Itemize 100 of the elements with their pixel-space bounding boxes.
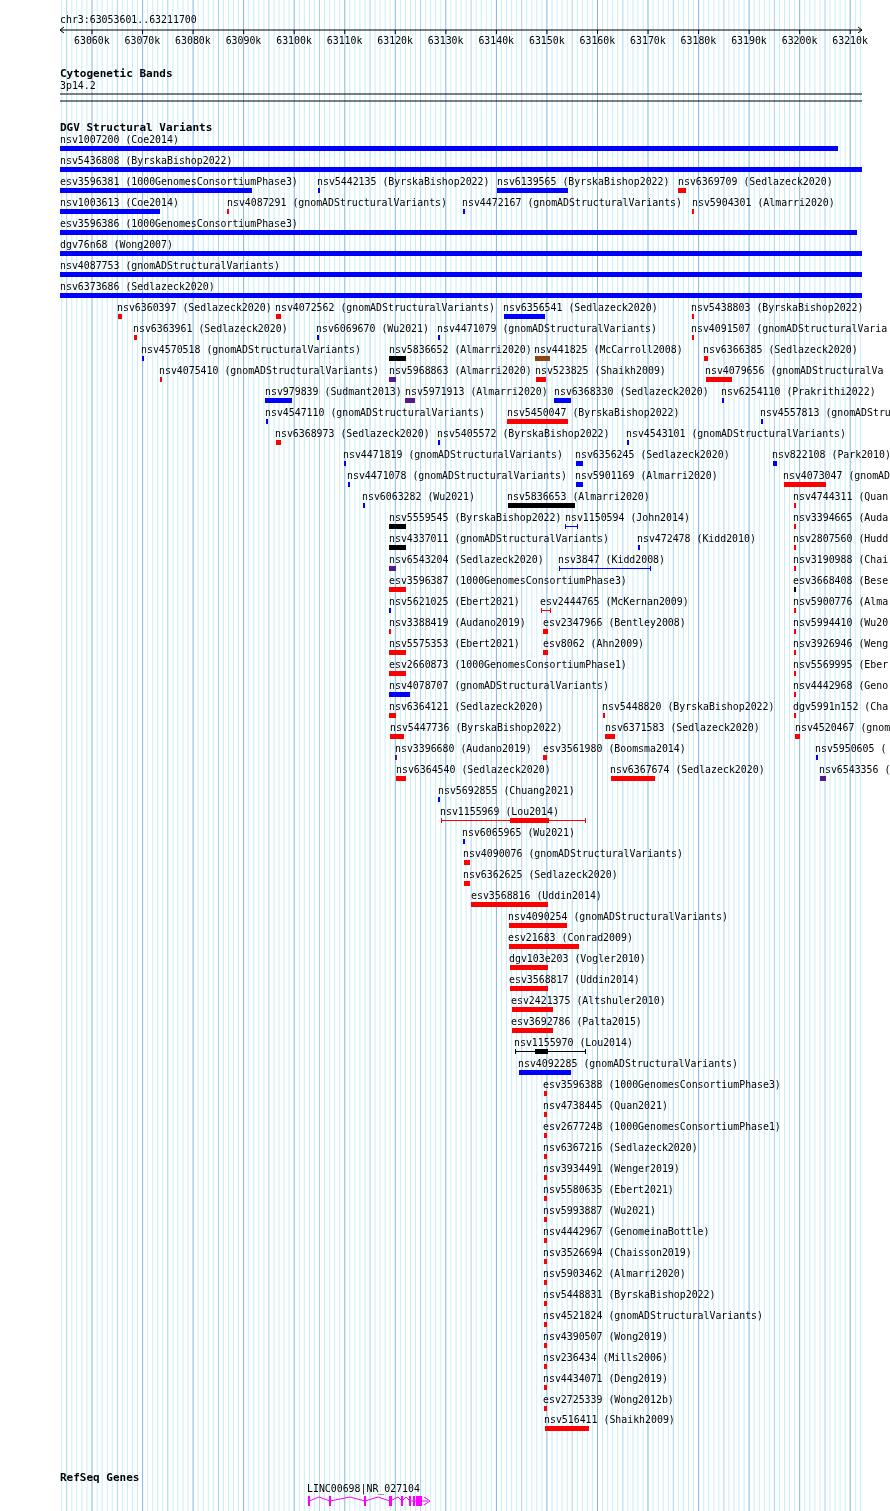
variant-label: nsv2807560 (Hudd (793, 533, 889, 545)
variant-label: nsv5438803 (ByrskaBishop2022) (691, 302, 864, 314)
variant-label: nsv4087291 (gnomADStructuralVariants) (227, 197, 447, 209)
variant-label: nsv3934491 (Wenger2019) (543, 1163, 680, 1175)
variant-label: nsv1155969 (Lou2014) (440, 806, 559, 818)
variant-label: esv2444765 (McKernan2009) (540, 596, 689, 608)
variant-label: nsv3847 (Kidd2008) (558, 554, 665, 566)
variant-label: nsv4738445 (Quan2021) (543, 1100, 668, 1112)
tick-label: 63100k (276, 35, 312, 47)
variant-label: nsv5903462 (Almarri2020) (543, 1268, 686, 1280)
variant-label: nsv4079656 (gnomADStructuralVa (705, 365, 884, 377)
variant-label: nsv4075410 (gnomADStructuralVariants) (159, 365, 379, 377)
variant-label: esv2725339 (Wong2012b) (543, 1394, 674, 1406)
variant-label: esv3596386 (1000GenomesConsortiumPhase3) (60, 218, 298, 230)
variant-label: esv3568817 (Uddin2014) (509, 974, 640, 986)
variant-label: nsv5900776 (Alma (793, 596, 889, 608)
variant-label: nsv5994410 (Wu20 (793, 617, 889, 629)
variant-label: esv3596388 (1000GenomesConsortiumPhase3) (543, 1079, 781, 1091)
tick-label: 63070k (124, 35, 161, 47)
variant-label: esv3596387 (1000GenomesConsortiumPhase3) (389, 575, 627, 587)
variant-label: nsv472478 (Kidd2010) (637, 533, 756, 545)
variant-label: esv3692786 (Palta2015) (511, 1016, 642, 1028)
variant-label: nsv4091507 (gnomADStructuralVaria (691, 323, 888, 335)
variant-label: nsv5993887 (Wu2021) (543, 1205, 656, 1217)
variant-label: nsv6356541 (Sedlazeck2020) (503, 302, 658, 314)
variant-label: nsv5971913 (Almarri2020) (405, 386, 548, 398)
variant-label: nsv6363961 (Sedlazeck2020) (133, 323, 288, 335)
variant-label: nsv6356245 (Sedlazeck2020) (575, 449, 730, 461)
variant-label: nsv822108 (Park2010) (772, 449, 890, 461)
variant-label: nsv6373686 (Sedlazeck2020) (60, 281, 215, 293)
variant-label: nsv6367674 (Sedlazeck2020) (610, 764, 765, 776)
variant-label: dgv103e203 (Vogler2010) (509, 953, 646, 965)
variant-label: nsv6360397 (Sedlazeck2020) (117, 302, 272, 314)
variant-label: esv3668408 (Bese (793, 575, 889, 587)
variant-label: nsv5569995 (Eber (793, 659, 889, 671)
variant-label: nsv3396680 (Audano2019) (395, 743, 532, 755)
variant-label: nsv6368330 (Sedlazeck2020) (554, 386, 709, 398)
variant-label: nsv4570518 (gnomADStructuralVariants) (141, 344, 361, 356)
variant-label: nsv3388419 (Audano2019) (389, 617, 526, 629)
variant-label: nsv236434 (Mills2006) (543, 1352, 668, 1364)
variant-label: nsv1155970 (Lou2014) (514, 1037, 633, 1049)
variant-label: nsv6369709 (Sedlazeck2020) (678, 176, 833, 188)
tick-label: 63130k (427, 35, 464, 47)
variant-label: nsv4543101 (gnomADStructuralVariants) (626, 428, 846, 440)
variant-label: esv21683 (Conrad2009) (508, 932, 633, 944)
variant-label: nsv6139565 (ByrskaBishop2022) (497, 176, 670, 188)
tick-label: 63190k (731, 35, 767, 47)
variant-label: nsv3926946 (Weng (793, 638, 889, 650)
track-title: Cytogenetic Bands (60, 67, 173, 80)
variant-label: nsv441825 (McCarroll2008) (534, 344, 683, 356)
variant-label: nsv5405572 (ByrskaBishop2022) (437, 428, 610, 440)
variant-label: nsv5580635 (Ebert2021) (543, 1184, 674, 1196)
variant-label: nsv6367216 (Sedlazeck2020) (543, 1142, 698, 1154)
variant-label: nsv5950605 ( (815, 743, 887, 755)
variant-label: nsv5692855 (Chuang2021) (438, 785, 575, 797)
variant-label: nsv4390507 (Wong2019) (543, 1331, 668, 1343)
variant-label: nsv4520467 (gnom (795, 722, 890, 734)
variant-label: nsv5901169 (Almarri2020) (575, 470, 718, 482)
variant-label: nsv3190988 (Chai (793, 554, 889, 566)
variant-label: esv2660873 (1000GenomesConsortiumPhase1) (389, 659, 627, 671)
variant-label: nsv523825 (Shaikh2009) (535, 365, 666, 377)
variant-label: nsv5442135 (ByrskaBishop2022) (317, 176, 490, 188)
variant-label: esv8062 (Ahn2009) (543, 638, 645, 650)
variant-label: nsv5448820 (ByrskaBishop2022) (602, 701, 775, 713)
tick-label: 63160k (579, 35, 616, 47)
variant-label: nsv4471819 (gnomADStructuralVariants) (343, 449, 563, 461)
variant-label: nsv5559545 (ByrskaBishop2022) (389, 512, 562, 524)
tick-label: 63140k (478, 35, 515, 47)
variant-label: nsv6368973 (Sedlazeck2020) (275, 428, 430, 440)
gene-label: LINC00698|NR_027104 (307, 1483, 420, 1495)
variant-label: nsv4337011 (gnomADStructuralVariants) (389, 533, 609, 545)
variant-label: nsv4073047 (gnomAD (783, 470, 890, 482)
tick-label: 63200k (781, 35, 818, 47)
variant-label: nsv5968863 (Almarri2020) (389, 365, 532, 377)
variant-label: esv2347966 (Bentley2008) (543, 617, 686, 629)
variant-label: nsv4442967 (GenomeinaBottle) (543, 1226, 710, 1238)
variant-label: nsv4072562 (gnomADStructuralVariants) (275, 302, 495, 314)
variant-label: nsv6364540 (Sedlazeck2020) (396, 764, 551, 776)
variant-label: nsv6063282 (Wu2021) (362, 491, 475, 503)
variant-label: nsv6069670 (Wu2021) (316, 323, 429, 335)
tick-label: 63120k (377, 35, 413, 47)
variant-label: nsv6364121 (Sedlazeck2020) (389, 701, 544, 713)
variant-label: esv2421375 (Altshuler2010) (511, 995, 666, 1007)
variant-label: nsv4442968 (Geno (793, 680, 889, 692)
variant-label: nsv3394665 (Auda (793, 512, 889, 524)
variant-label: nsv4078707 (gnomADStructuralVariants) (389, 680, 609, 692)
variant-label: nsv5447736 (ByrskaBishop2022) (390, 722, 563, 734)
variant-label: nsv5436808 (ByrskaBishop2022) (60, 155, 233, 167)
variant-label: nsv6065965 (Wu2021) (462, 827, 575, 839)
variant-label: nsv5836653 (Almarri2020) (507, 491, 650, 503)
variant-label: nsv979839 (Sudmant2013) (265, 386, 402, 398)
track-title: DGV Structural Variants (60, 121, 213, 134)
variant-label: nsv1003613 (Coe2014) (60, 197, 179, 209)
variant-label: nsv4521824 (gnomADStructuralVariants) (543, 1310, 763, 1322)
variant-label: nsv5575353 (Ebert2021) (389, 638, 520, 650)
variant-label: nsv3526694 (Chaisson2019) (543, 1247, 692, 1259)
variant-label: nsv4090076 (gnomADStructuralVariants) (463, 848, 683, 860)
variant-label: nsv1150594 (John2014) (565, 512, 690, 524)
variant-label: nsv5621025 (Ebert2021) (389, 596, 520, 608)
variant-label: nsv6366385 (Sedlazeck2020) (703, 344, 858, 356)
